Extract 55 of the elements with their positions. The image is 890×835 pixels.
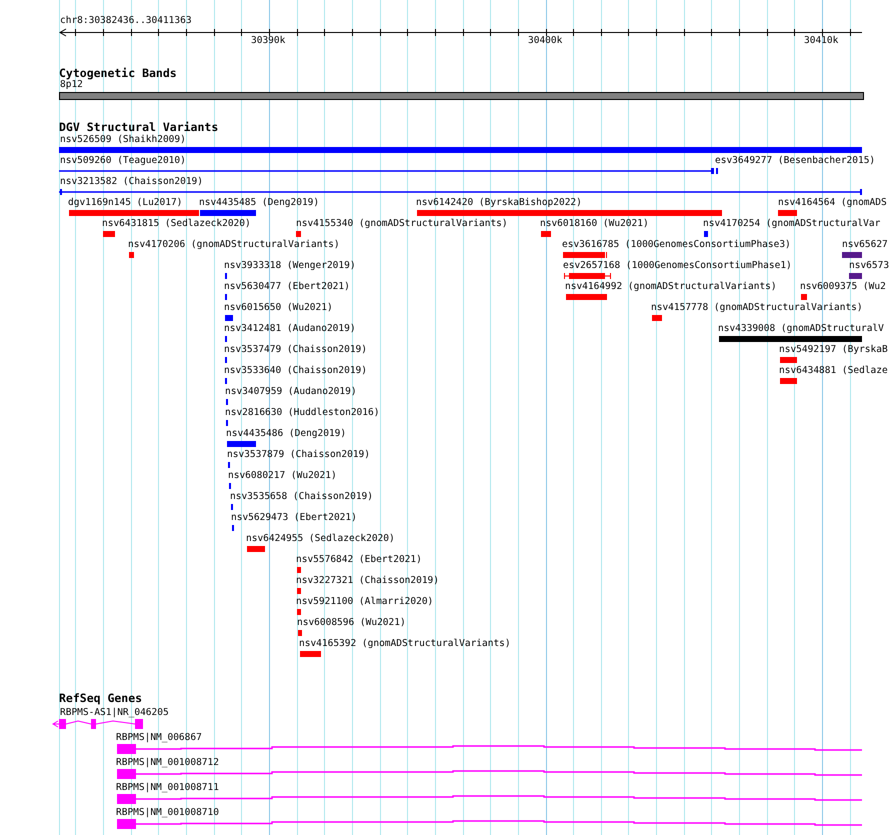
variant-label: nsv5576842 (Ebert2021) xyxy=(296,554,422,565)
variant-label: esv3649277 (Besenbacher2015) xyxy=(715,155,876,166)
gene-label: RBPMS|NM_001008712 xyxy=(116,757,219,768)
variant-label: esv2657168 (1000GenomesConsortiumPhase1) xyxy=(563,260,792,271)
variant-label: nsv5921100 (Almarri2020) xyxy=(296,596,434,607)
track-title: Cytogenetic Bands xyxy=(59,67,177,80)
variant-label: dgv1169n145 (Lu2017) xyxy=(68,197,182,208)
variant-label: nsv3535658 (Chaisson2019) xyxy=(230,491,373,502)
variant-label: nsv4339008 (gnomADStructuralV xyxy=(718,323,884,334)
variant-label: nsv5629473 (Ebert2021) xyxy=(231,512,357,523)
variant-label: nsv3933318 (Wenger2019) xyxy=(224,260,356,271)
variant-label: nsv4435486 (Deng2019) xyxy=(226,428,346,439)
variant-label: nsv4170206 (gnomADStructuralVariants) xyxy=(128,239,340,250)
gene-label: RBPMS|NM_001008711 xyxy=(116,782,219,793)
variant-label: nsv6142420 (ByrskaBishop2022) xyxy=(416,197,582,208)
variant-label: nsv3412481 (Audano2019) xyxy=(224,323,356,334)
variant-label: nsv3213582 (Chaisson2019) xyxy=(60,176,203,187)
variant-label: nsv5492197 (ByrskaB xyxy=(779,344,888,355)
variant-label: nsv4170254 (gnomADStructuralVar xyxy=(703,218,880,229)
variant-label: nsv4157778 (gnomADStructuralVariants) xyxy=(651,302,863,313)
ruler-label: chr8:30382436..30411363 xyxy=(60,15,192,26)
variant-label: nsv3227321 (Chaisson2019) xyxy=(296,575,439,586)
band-label: 8p12 xyxy=(60,79,83,90)
variant-label: nsv3537479 (Chaisson2019) xyxy=(224,344,367,355)
track-title: DGV Structural Variants xyxy=(59,121,218,134)
variant-label: nsv6008596 (Wu2021) xyxy=(297,617,406,628)
variant-label: nsv4164564 (gnomADS xyxy=(778,197,887,208)
variant-label: nsv6431815 (Sedlazeck2020) xyxy=(102,218,251,229)
variant-label: nsv6018160 (Wu2021) xyxy=(540,218,649,229)
variant-label: nsv4164992 (gnomADStructuralVariants) xyxy=(565,281,777,292)
variant-label: nsv3533640 (Chaisson2019) xyxy=(224,365,367,376)
variant-label: esv3616785 (1000GenomesConsortiumPhase3) xyxy=(562,239,791,250)
variant-label: nsv509260 (Teague2010) xyxy=(60,155,186,166)
gene-label: RBPMS|NM_001008710 xyxy=(116,807,219,818)
tick-label: 30390k xyxy=(251,35,286,46)
variant-label: nsv5630477 (Ebert2021) xyxy=(224,281,350,292)
gene-label: RBPMS|NM_006867 xyxy=(116,732,202,743)
variant-label: nsv65627 xyxy=(842,239,888,250)
variant-label: nsv6009375 (Wu2 xyxy=(800,281,886,292)
variant-label: nsv3537879 (Chaisson2019) xyxy=(227,449,370,460)
variant-label: nsv6015650 (Wu2021) xyxy=(224,302,333,313)
variant-label: nsv4155340 (gnomADStructuralVariants) xyxy=(296,218,508,229)
variant-label: nsv6573 xyxy=(849,260,890,271)
variant-label: nsv6424955 (Sedlazeck2020) xyxy=(246,533,395,544)
variant-label: nsv526509 (Shaikh2009) xyxy=(60,134,186,145)
variant-label: nsv4435485 (Deng2019) xyxy=(199,197,320,208)
tick-label: 30410k xyxy=(804,35,838,46)
variant-label: nsv2816630 (Huddleston2016) xyxy=(225,407,380,418)
tick-label: 30400k xyxy=(528,35,562,46)
variant-label: nsv4165392 (gnomADStructuralVariants) xyxy=(299,638,511,649)
variant-label: nsv6434881 (Sedlaze xyxy=(779,365,888,376)
gene-label: RBPMS-AS1|NR_046205 xyxy=(60,707,169,718)
variant-label: nsv3407959 (Audano2019) xyxy=(225,386,357,397)
variant-label: nsv6080217 (Wu2021) xyxy=(228,470,337,481)
track-title: RefSeq Genes xyxy=(59,692,142,705)
